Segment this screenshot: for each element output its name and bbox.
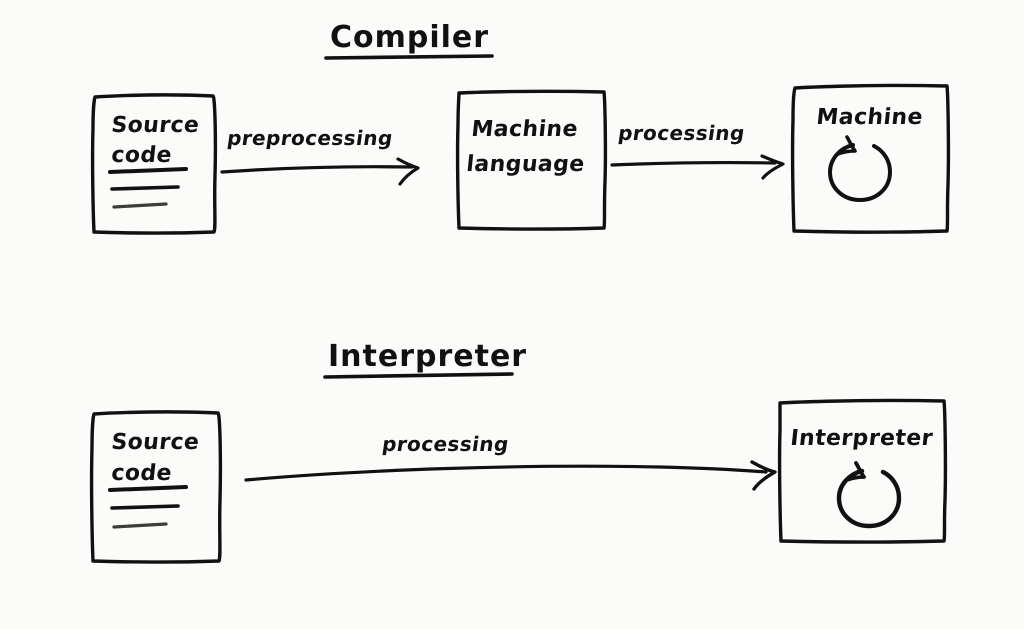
arrow-preprocessing-shaft [220, 165, 414, 174]
source-code-box-1 [90, 93, 218, 235]
arrow-processing-top-head [760, 154, 785, 180]
edge-label-processing-top: processing [616, 121, 747, 145]
machine-language-label-line2: language [465, 152, 586, 177]
interpreter-loop-icon [836, 468, 902, 529]
machine-loop-icon [828, 143, 892, 202]
arrow-processing-top-shaft [610, 161, 777, 167]
interpreter-title-underline [323, 372, 514, 379]
source-code-line-1b [110, 185, 180, 191]
source-code-line-2c [112, 522, 168, 529]
machine-loop-arrowhead [836, 135, 857, 156]
machine-language-box [455, 89, 608, 231]
arrow-processing-bottom-head [750, 460, 777, 491]
edge-label-preprocessing: preprocessing [225, 126, 395, 150]
source-code-line-1c [112, 202, 168, 209]
source-code-line-1a [108, 167, 188, 174]
edge-label-processing-bottom: processing [380, 432, 511, 456]
source-code-line-2b [110, 504, 180, 510]
source-code-2-label-line1: Source [110, 430, 201, 455]
source-code-1-label-line1: Source [110, 113, 201, 138]
interpreter-loop-arrowhead [845, 461, 866, 482]
interpreter-label: Interpreter [789, 426, 935, 451]
machine-box [790, 83, 951, 234]
source-code-box-2 [89, 410, 223, 564]
source-code-2-label-line2: code [110, 461, 174, 486]
arrow-processing-bottom-shaft [244, 464, 768, 482]
source-code-line-2a [108, 485, 188, 492]
machine-label: Machine [815, 105, 925, 130]
machine-language-label-line1: Machine [470, 117, 580, 142]
interpreter-box [777, 398, 948, 544]
source-code-1-label-line2: code [110, 143, 174, 168]
compiler-section-heading: Compiler [330, 20, 490, 55]
interpreter-section-heading: Interpreter [328, 339, 528, 374]
compiler-title-underline [324, 54, 494, 60]
arrow-preprocessing-head [396, 157, 420, 186]
